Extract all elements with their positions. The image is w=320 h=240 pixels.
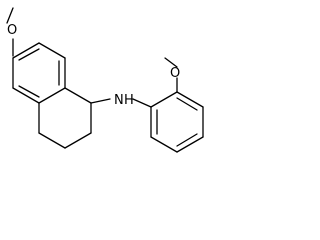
bond-rar-1: [150, 91, 178, 108]
bond-sat-5: [64, 87, 92, 104]
bond-ar-2: [12, 87, 40, 104]
bond-ar-6: [12, 42, 40, 59]
bond-methyl-o-left: [6, 7, 14, 24]
molecule-drawing: O N H O: [6, 7, 204, 153]
hydrogen-label: H: [124, 93, 134, 108]
oxygen-label-right: O: [170, 66, 180, 81]
bond-sat-2: [38, 132, 66, 149]
bond-rar-2: [176, 91, 204, 108]
bond-ar-5: [38, 42, 66, 59]
bond-sat-3: [64, 132, 92, 149]
bond-rar-5: [150, 136, 178, 153]
bond-ar-6-inner: [18, 48, 40, 61]
bond-ar-3: [38, 87, 66, 104]
oxygen-label-left: O: [7, 23, 17, 38]
bond-rar-4-inner: [176, 133, 198, 147]
bond-o-right-methyl: [164, 57, 178, 68]
bond-ar-2-inner: [18, 85, 40, 98]
bond-c1-n: [90, 98, 111, 104]
bond-rar-2-inner: [176, 97, 198, 111]
bond-rar-4: [176, 136, 204, 153]
bond-n-ring: [132, 98, 152, 108]
structure-diagram: O N H O: [6, 7, 204, 153]
nitrogen-label: N: [114, 93, 124, 108]
